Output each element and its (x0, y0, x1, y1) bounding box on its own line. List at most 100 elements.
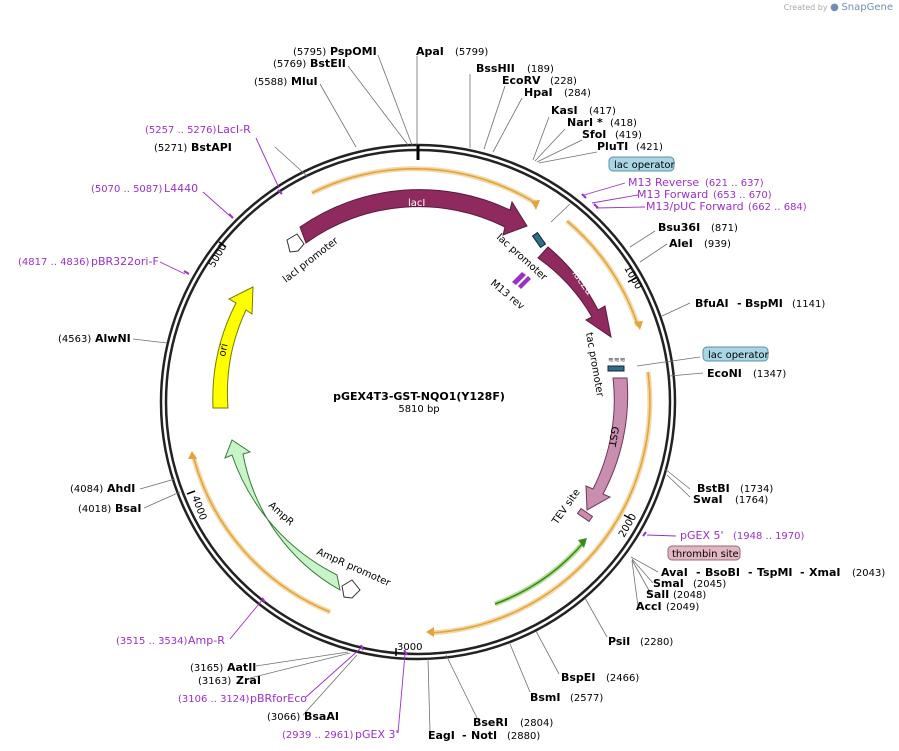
orf-arc-lacz-core (566, 220, 639, 327)
site-bstbi-pos: (1734) (740, 484, 773, 495)
site-mlui-pos: (5588) (254, 77, 287, 88)
site-kasi-pos: (417) (589, 106, 616, 117)
site-alei: AleI (669, 237, 693, 250)
primer-pgex3: pGEX 3' (355, 728, 399, 741)
primer-m13-reverse: M13 Reverse (628, 176, 699, 189)
orf-arrow-green (578, 538, 587, 548)
site-bstapi-pos: (5271) (154, 143, 187, 154)
site-swai-pos: (1764) (735, 495, 768, 506)
primer-m13-forward-pos: (653 .. 670) (713, 190, 772, 201)
primer-mark-pbrforeco (360, 644, 364, 651)
feature-laci-promoter-arrow (286, 233, 305, 253)
feature-lac-operator-bar (531, 231, 547, 249)
site-bspmi-pos: (1141) (792, 299, 825, 310)
site-sfoi-pos: (419) (615, 130, 642, 141)
site-noti-pos: (2880) (507, 731, 540, 742)
feature-ori-label: ori (217, 343, 230, 358)
primer-mark-pbr322ori (183, 270, 190, 275)
site-acci-pos: (2049) (666, 602, 699, 613)
feature-tac-promoter-label: tac promoter (583, 332, 605, 399)
primer-pbr322ori-f-pos: (4817 .. 4836) (18, 257, 90, 268)
site-zrai: ZraI (236, 674, 261, 687)
site-pspomi: PspOMI (330, 45, 377, 58)
plasmid-name: pGEX4T3-GST-NQO1(Y128F) (333, 390, 505, 403)
site-zrai-pos: (3163) (198, 676, 231, 687)
primer-amp-r: Amp-R (188, 634, 225, 647)
tick-5000: 5000 (207, 242, 229, 270)
site-smai: SmaI (653, 577, 684, 590)
feature-gst-arrow (585, 377, 629, 511)
feature-ampr-arrow (224, 439, 341, 591)
site-econi-pos: (1347) (753, 369, 786, 380)
primer-laci-r: LacI-R (217, 123, 251, 136)
primer-pbr322ori-f: pBR322ori-F (91, 255, 159, 268)
site-ahdi: AhdI (107, 482, 135, 495)
site-apai-pos: (5799) (455, 47, 488, 58)
site-swai: SwaI (693, 493, 723, 506)
primer-pbrforeco: pBRforEco (250, 692, 307, 705)
site-pluti-pos: (421) (636, 142, 663, 153)
feature-laci-arrow (299, 189, 528, 244)
site-bspei: BspEI (561, 671, 595, 684)
site-acci: AccI (636, 600, 662, 613)
primer-m13-reverse-pos: (621 .. 637) (705, 178, 764, 189)
box-lac-operator-1-label: lac operator (614, 160, 675, 171)
orf-arrow-ampr (188, 451, 197, 459)
site-bsshii-pos: (189) (527, 64, 554, 75)
site-pluti: PluTI (597, 140, 628, 153)
site-ecorv: EcoRV (502, 74, 541, 87)
primer-mark-l4440 (228, 213, 234, 219)
site-avai-sep: - (696, 566, 701, 579)
site-bsu36i: Bsu36I (658, 221, 700, 234)
site-hpai-pos: (284) (564, 88, 591, 99)
orf-arrow-gst (426, 627, 434, 637)
site-aatii: AatII (227, 661, 256, 674)
site-psii-pos: (2280) (640, 637, 673, 648)
primer-mark-pgex5 (642, 531, 647, 537)
site-bspmi: BspMI (745, 297, 783, 310)
primer-pgex3-pos: (2939 .. 2961) (282, 730, 354, 741)
primer-mark-pgex3 (403, 649, 408, 656)
box-lac-operator-1 (608, 156, 675, 172)
primer-m13-puc-forward: M13/pUC Forward (646, 200, 744, 213)
site-hpai: HpaI (524, 86, 553, 99)
site-sali: SalI (646, 588, 669, 601)
site-bstapi: BstAPI (191, 141, 232, 154)
site-bsshii: BssHII (476, 62, 515, 75)
tick-1000-mark (627, 277, 637, 283)
snapgene-brand: Created by ● SnapGene (784, 2, 893, 13)
site-ecorv-pos: (228) (550, 76, 577, 87)
tick-5000-mark (218, 241, 227, 248)
site-noti: NotI (471, 729, 497, 742)
site-bsai: BsaI (115, 502, 141, 515)
primer-mark-m13b (593, 203, 599, 209)
site-sfoi: SfoI (582, 128, 606, 141)
site-bsteii: BstEII (310, 57, 346, 70)
feature-m13-rev-arrow2 (518, 276, 531, 289)
site-psii: PsiI (608, 635, 630, 648)
site-bsaai-pos: (3066) (267, 712, 300, 723)
primer-pgex5-pos: (1948 .. 1970) (733, 531, 805, 542)
site-bsai-pos: (4018) (78, 504, 111, 515)
site-tspmi: TspMI (757, 566, 793, 579)
feature-ampr-promoter-arrow (341, 579, 361, 599)
primer-m13-puc-forward-pos: (662 .. 684) (748, 202, 807, 213)
site-bsu36i-pos: (871) (711, 223, 738, 234)
site-alei-pos: (939) (704, 239, 731, 250)
box-lac-operator-2 (702, 346, 769, 362)
site-aatii-pos: (3165) (190, 663, 223, 674)
site-pspomi-pos: (5795) (293, 47, 326, 58)
site-bsobi: BsoBI (705, 566, 740, 579)
site-bspei-pos: (2466) (606, 673, 639, 684)
primer-pgex5: pGEX 5' (680, 529, 724, 542)
site-econi: EcoNI (707, 367, 742, 380)
tick-4000: 4000 (189, 494, 208, 522)
site-bfuai-sep: - (737, 297, 742, 310)
tick-2000-mark (623, 514, 632, 520)
feature-m13-rev-label: M13 rev (488, 278, 526, 313)
site-avai: AvaI (661, 566, 688, 579)
site-nari: NarI * (567, 116, 603, 129)
tick-1000: 1000 (621, 264, 643, 292)
feature-m13-rev-arrow (512, 272, 526, 285)
primer-m13-forward: M13 Forward (637, 188, 708, 201)
